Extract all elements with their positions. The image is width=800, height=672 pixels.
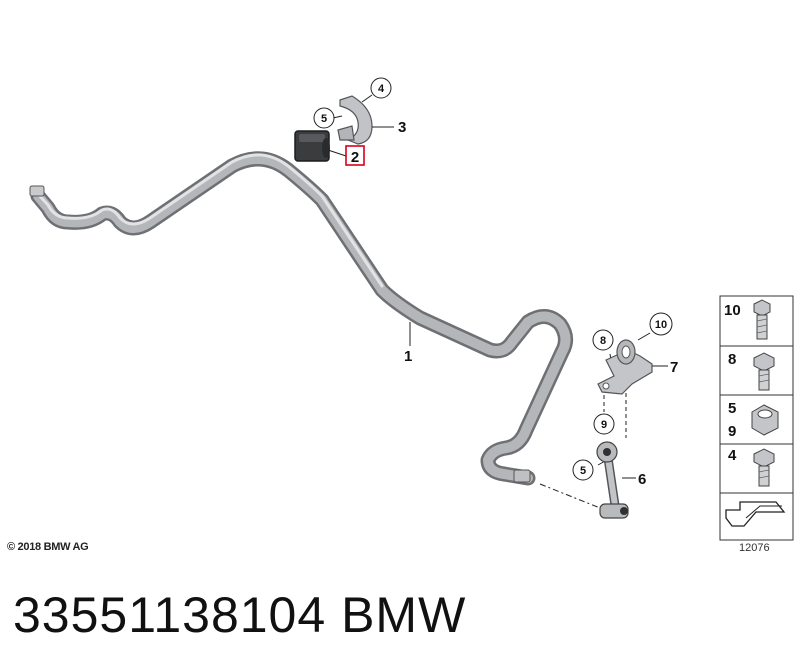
callout-4-top: 4 (370, 77, 392, 99)
legend-bolt-8: 8 (728, 351, 775, 391)
diagram-number: 12076 (739, 542, 770, 554)
svg-text:2: 2 (351, 149, 359, 166)
svg-text:8: 8 (728, 351, 736, 368)
callout-8: 8 (592, 329, 614, 351)
legend-arrow-icon (725, 501, 786, 527)
svg-text:10: 10 (724, 302, 741, 319)
part-number-heading: 33551138104 BMW (13, 587, 467, 643)
callout-3: 3 (398, 119, 406, 136)
svg-text:5: 5 (321, 113, 327, 125)
callout-9: 9 (593, 413, 615, 435)
svg-text:9: 9 (601, 419, 607, 431)
stabilizer-link[interactable] (596, 441, 629, 519)
link-bracket[interactable] (597, 339, 653, 395)
svg-text:10: 10 (655, 319, 667, 331)
callout-6: 6 (638, 471, 646, 488)
legend-bolt-4: 4 (728, 447, 775, 487)
svg-text:5: 5 (580, 465, 586, 477)
callout-7: 7 (670, 359, 678, 376)
callout-5-link: 5 (572, 459, 594, 481)
stabilizer-bar[interactable] (29, 151, 573, 486)
callout-2: 2 (345, 145, 365, 166)
legend-bolt-10: 10 (724, 299, 771, 340)
svg-text:4: 4 (728, 447, 737, 464)
svg-text:5: 5 (728, 400, 736, 417)
fastener-legend: 10 8 5 9 4 (719, 295, 794, 541)
rubber-mount[interactable] (294, 130, 330, 162)
svg-text:9: 9 (728, 423, 736, 440)
callout-5-top: 5 (313, 107, 335, 129)
svg-text:4: 4 (378, 83, 385, 95)
callout-10: 10 (649, 312, 673, 336)
legend-nut-5-9: 5 9 (728, 400, 779, 440)
svg-text:8: 8 (600, 335, 606, 347)
copyright-text: © 2018 BMW AG (7, 541, 89, 553)
bracket[interactable] (337, 95, 394, 145)
callout-1: 1 (404, 348, 412, 365)
